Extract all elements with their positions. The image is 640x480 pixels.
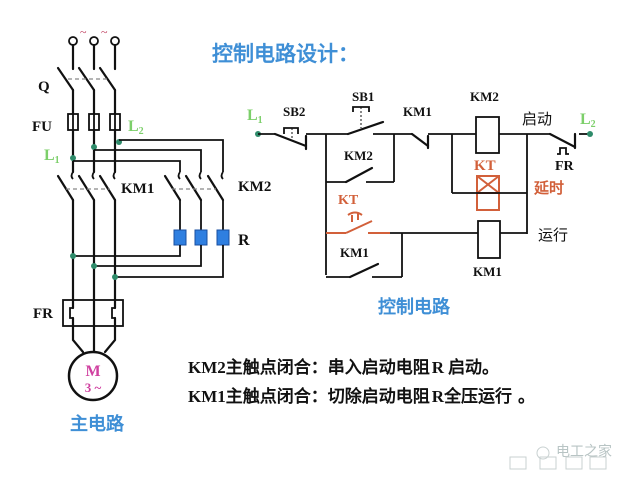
ac-symbol: ~ [80,25,87,39]
sb1-button [326,106,394,136]
control-circuit-caption: 控制电路 [378,296,451,318]
run-label: 运行 [538,226,568,244]
q-switch [56,66,117,116]
nav-first-icon [509,456,527,470]
km1-nc-label: KM1 [403,104,432,119]
start-label: 启动 [522,110,552,128]
r-resistors [173,229,230,246]
ctrl-l2-label: L2 [580,111,596,130]
main-fr-label: FR [33,306,53,322]
nav-prev-icon [539,456,557,470]
km1-aux-contact [326,233,403,279]
km1-main-contacts [56,171,117,202]
r-label: R [238,232,250,249]
main-km2-label: KM2 [238,179,271,195]
km2-aux-label: KM2 [344,148,373,163]
nav-next-icon [565,456,583,470]
q-label: Q [38,79,50,95]
kt-contact-label: KT [338,193,359,208]
fr-thermal-relay [62,298,124,328]
kt-coil-label: KT [474,158,496,174]
nav-last-icon [589,456,607,470]
sb1-label: SB1 [352,89,374,104]
km1-coil [477,220,501,259]
main-l2-label: L2 [128,118,144,137]
km2-coil [475,116,500,154]
motor-phase-label: 3 ~ [85,380,102,395]
km1-aux-label: KM1 [340,245,369,260]
supply-terminals: ~ ~ [68,25,120,71]
km2-main-contacts [163,171,225,202]
km2-aux-contact [326,134,395,184]
main-circuit-caption: 主电路 [70,413,125,435]
ac-symbol: ~ [101,25,108,39]
motor: M 3 ~ [67,350,119,402]
diagram-title: 控制电路设计： [212,42,359,66]
fr-nc-contact [527,132,590,155]
main-circuit: ~ ~ Q FU L2 [32,25,271,435]
km2-coil-label: KM2 [470,89,499,104]
main-km1-label: KM1 [121,181,154,197]
wechat-icon [536,446,550,460]
watermark: 电工之家 [509,443,612,470]
fu-label: FU [32,119,52,135]
delay-label: 延时 [533,179,564,197]
motor-m-label: M [85,363,100,380]
control-circuit: L1 SB2 SB1 KM2 [247,89,596,318]
km1-coil-label: KM1 [473,264,502,279]
main-l1-label: L1 [44,147,60,166]
sb2-label: SB2 [283,104,305,119]
ctrl-l1-label: L1 [247,107,263,126]
km1-nc-contact [394,132,452,150]
watermark-text: 电工之家 [556,443,612,460]
sb2-button [273,127,326,151]
kt-delay-contact [326,211,390,234]
ctrl-fr-label: FR [555,159,575,174]
